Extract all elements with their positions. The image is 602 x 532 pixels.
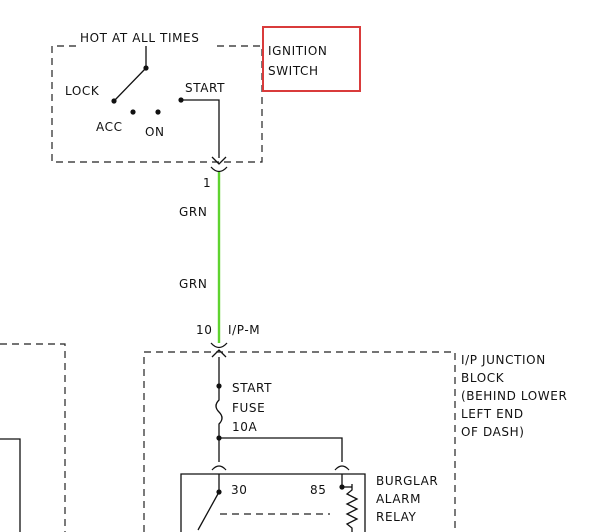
relay-label-line3: RELAY	[376, 510, 417, 524]
wire-color-label-2: GRN	[179, 277, 207, 291]
junction-line2: BLOCK	[461, 371, 505, 385]
on-position-dot	[155, 109, 161, 115]
start-label: START	[185, 81, 225, 95]
branch-to-terminal-85	[219, 437, 343, 462]
ip-junction-block-enclosure	[143, 351, 456, 532]
relay-label-line1: BURGLAR	[376, 474, 438, 488]
connector-pin-1-cup	[210, 166, 228, 173]
lock-position-dot	[111, 98, 117, 104]
terminal-30-label: 30	[231, 483, 247, 497]
relay-switch-arm	[197, 491, 220, 531]
relay-30-cup	[211, 465, 227, 471]
connector-pin-10-symbol	[211, 349, 227, 358]
ignition-switch-title-line1: IGNITION	[268, 44, 327, 58]
acc-position-dot	[130, 109, 136, 115]
start-output-wire	[181, 99, 220, 158]
junction-line1: I/P JUNCTION	[461, 353, 546, 367]
pin-10-label: 10	[196, 323, 212, 337]
relay-box	[180, 473, 366, 532]
fuse-label-line3: 10A	[232, 420, 257, 434]
junction-line3: (BEHIND LOWER	[461, 389, 567, 403]
ignition-switch-title-line2: SWITCH	[268, 64, 319, 78]
junction-line4: LEFT END	[461, 407, 524, 421]
junction-line5: OF DASH)	[461, 425, 525, 439]
pin-1-label: 1	[203, 176, 211, 190]
fuse-symbol	[215, 386, 223, 438]
connector-pin-10-cup	[210, 342, 228, 349]
on-label: ON	[145, 125, 165, 139]
hot-at-all-times-label: HOT AT ALL TIMES	[80, 31, 199, 45]
fuse-label-line1: START	[232, 381, 272, 395]
connector-ip-m-label: I/P-M	[228, 323, 260, 337]
terminal-85-label: 85	[310, 483, 326, 497]
ignition-switch-title-box	[262, 26, 361, 92]
relay-85-cup	[334, 465, 350, 471]
left-component-enclosure	[0, 343, 66, 532]
switch-contact-arm	[113, 67, 147, 102]
lock-label: LOCK	[65, 84, 100, 98]
relay-coil	[345, 484, 359, 532]
acc-label: ACC	[96, 120, 123, 134]
relay-label-line2: ALARM	[376, 492, 421, 506]
fuse-label-line2: FUSE	[232, 401, 265, 415]
connector-pin-1-symbol	[211, 156, 227, 165]
wire-color-label-1: GRN	[179, 205, 207, 219]
left-solid-line	[0, 438, 21, 532]
ignition-switch-enclosure	[51, 45, 263, 163]
